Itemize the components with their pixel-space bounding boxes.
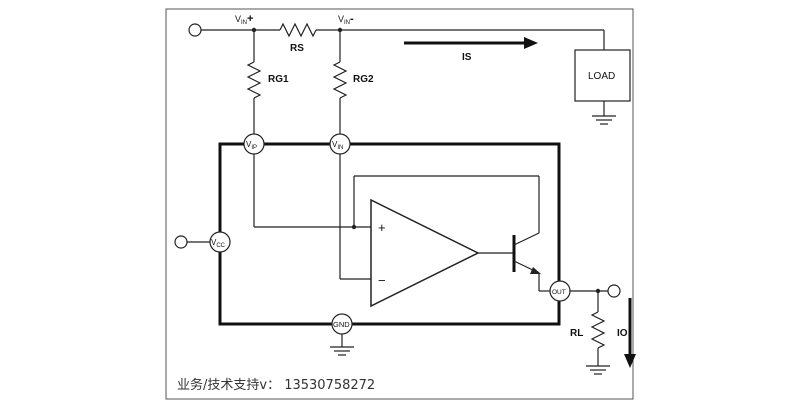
outer-frame [165,8,634,400]
rg1-resistor [246,61,262,99]
load-label: LOAD [588,71,615,82]
rl-label: RL [570,328,583,339]
opamp-triangle [370,198,480,308]
gnd-ground-icon [330,346,354,356]
out-pin-label: OUT [552,289,566,296]
input-terminal [188,23,202,37]
rg2-resistor [332,61,348,99]
io-arrow-head [624,354,636,368]
vcc-pin [209,231,231,253]
load-box [574,49,631,102]
rl-ground-icon [586,365,610,375]
opamp-plus-label: + [378,220,386,235]
rg2-label: RG2 [353,74,374,85]
vip-pin-label: VIP [246,140,257,151]
rs-label: RS [290,43,304,54]
is-arrow-head [524,37,538,49]
vcc-terminal [174,235,188,249]
opamp-minus-label: − [378,273,386,288]
vin-minus-label: VIN- [338,13,354,26]
vin-plus-label: VIN+ [235,13,253,26]
vin-pin-label: VIN [332,140,343,151]
rl-resistor [590,311,606,349]
rg1-label: RG1 [268,74,289,85]
gnd-pin-label: GND [333,320,350,329]
load-ground-icon [592,115,616,125]
is-label: IS [462,52,472,63]
transistor-collector [513,232,540,246]
vcc-pin-label: VCC [211,238,226,249]
io-label: IO [617,328,628,339]
rs-resistor [279,22,317,38]
transistor-emitter-arrow [530,267,541,274]
output-terminal [607,284,621,298]
footer-contact-text: 业务/技术支持v： 13530758272 [177,378,376,393]
